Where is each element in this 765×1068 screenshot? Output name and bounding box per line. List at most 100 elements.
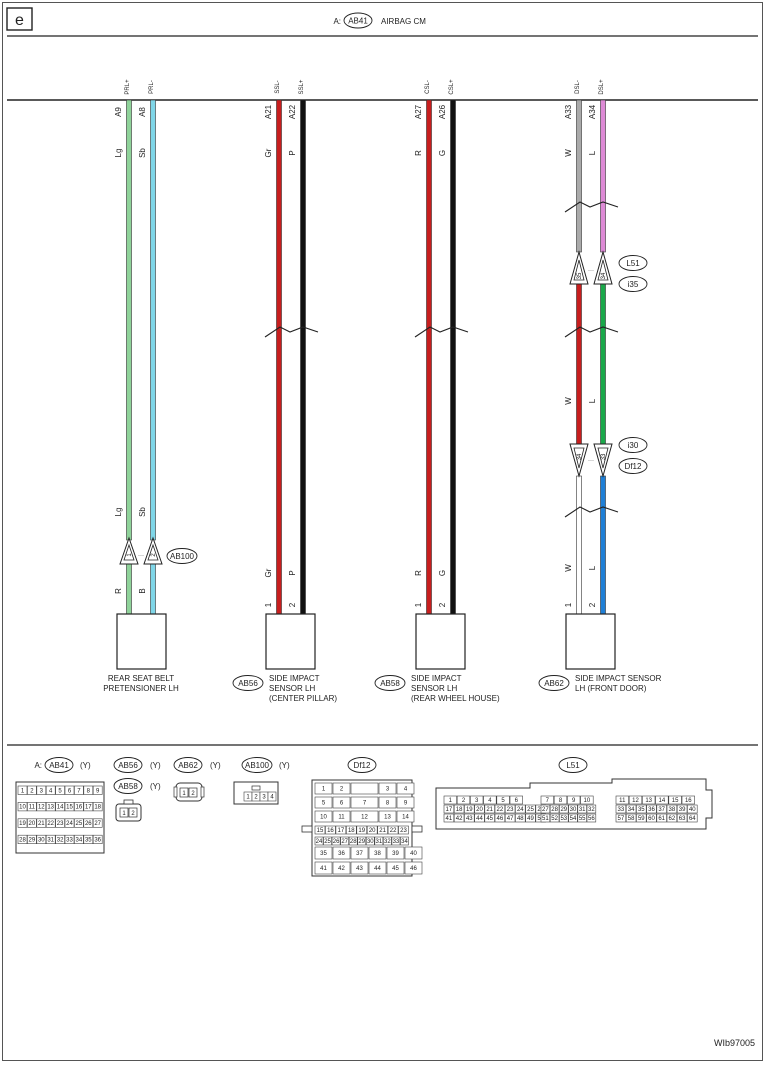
pin-cell (443, 795, 457, 805)
pin-cell (483, 795, 497, 805)
pin-cell (474, 813, 485, 823)
connector-oval (538, 675, 570, 691)
connector-oval (618, 458, 648, 474)
device-connector: AB56 (238, 679, 258, 688)
pin-number: 3 (262, 795, 266, 801)
pin-number: 7 (363, 801, 367, 807)
pin-number: 6 (68, 788, 72, 794)
pin-label: A8 (138, 107, 147, 117)
pin-number: 64 (689, 816, 696, 822)
pin-cell (350, 796, 379, 809)
pin-number: 16 (76, 805, 83, 811)
pin-cell (331, 836, 341, 846)
connector-tab (200, 786, 205, 798)
pin-number: 5 (501, 798, 505, 804)
pin-cell (378, 810, 397, 823)
component-box (265, 613, 316, 670)
wire-segment (450, 99, 456, 615)
pin-number: 22 (497, 807, 504, 813)
pin-cell (45, 785, 56, 795)
device-pin: 2 (288, 602, 297, 607)
pin-cell (45, 834, 56, 845)
join-connector: AB100 (170, 552, 195, 561)
wire-color-code: B (138, 588, 147, 593)
component-label-line: SIDE IMPACT (411, 674, 462, 683)
pin-number: 15 (672, 798, 679, 804)
connector-tab (301, 825, 313, 833)
wire-segment (600, 475, 606, 615)
connector-oval (113, 757, 143, 773)
pin-cell (504, 804, 516, 814)
connector-oval (347, 757, 377, 773)
pin-cell (377, 825, 388, 835)
pin-number: 45 (392, 866, 399, 872)
pin-cell (36, 802, 47, 812)
pin-cell (568, 813, 578, 823)
pin-cell (55, 802, 65, 812)
pin-cell (577, 813, 587, 823)
wire-segment (600, 283, 606, 445)
pin-cell (549, 804, 560, 814)
pin-cell (27, 818, 37, 828)
pin-number: 2 (340, 787, 344, 793)
pin-cell (642, 795, 656, 805)
pin-cell (64, 802, 75, 812)
view-color: (Y) (210, 761, 221, 770)
pin-cell (681, 795, 695, 805)
pin-number: 28 (19, 837, 26, 843)
device-pin: 1 (414, 602, 423, 607)
signal-label: SSL- (275, 80, 281, 93)
pin-number: 5 (58, 788, 62, 794)
pin-number: 34 (401, 839, 408, 845)
circuit-group-3: CSL- CSL+ A27 A26 R G R G 1 2 AB58 SIDE … (374, 79, 500, 703)
pin-number: 25 (527, 807, 534, 813)
pin-number: 36 (648, 807, 655, 813)
pin-number: 11 (338, 815, 345, 821)
pin-cell (567, 795, 581, 805)
wire-segment (600, 99, 606, 253)
pin-number: 9 (96, 788, 100, 794)
pin-cell (559, 804, 569, 814)
pin-number: 9 (404, 801, 408, 807)
pin-number: 32 (384, 839, 391, 845)
connector-oval (558, 757, 588, 773)
pin-cell (387, 825, 399, 835)
pin-number: 31 (579, 807, 586, 813)
connector-arrow-inner (597, 259, 609, 281)
join-connector: i30 (628, 441, 639, 450)
wire-color-code: Lg (114, 508, 123, 517)
pin-number: 4 (49, 788, 53, 794)
pin-cell (27, 802, 37, 812)
pin-cell (636, 813, 647, 823)
pin-cell (615, 813, 627, 823)
pin-cell (615, 795, 629, 805)
pin-number: 10 (19, 805, 26, 811)
pin-number: 41 (320, 866, 327, 872)
pin-cell (17, 785, 28, 795)
pin-number: 18 (456, 807, 463, 813)
wire-segment (126, 99, 132, 541)
pin-number: 3 (475, 798, 479, 804)
pin-cell (586, 804, 597, 814)
header-title: AIRBAG CM (381, 17, 426, 26)
device-pin: 2 (588, 602, 597, 607)
pin-number: 17 (338, 828, 345, 834)
wire-color-code: W (564, 149, 573, 157)
view-name: AB56 (118, 761, 138, 770)
pin-cell (119, 807, 129, 818)
connector-arrow-inner (573, 447, 585, 469)
pin-label: A34 (588, 104, 597, 119)
connector-oval (166, 548, 198, 564)
header-prefix: A: (333, 17, 341, 26)
pin-cell (687, 804, 698, 814)
pin-cell (580, 795, 594, 805)
pin-cell (314, 825, 326, 835)
pin-cell (348, 836, 358, 846)
pin-number: 30 (38, 837, 45, 843)
join-pin: 33 (601, 453, 607, 460)
view-prefix: A: (34, 761, 42, 770)
connector-tab (173, 786, 178, 798)
component-label-line: SIDE IMPACT SENSOR (575, 674, 662, 683)
